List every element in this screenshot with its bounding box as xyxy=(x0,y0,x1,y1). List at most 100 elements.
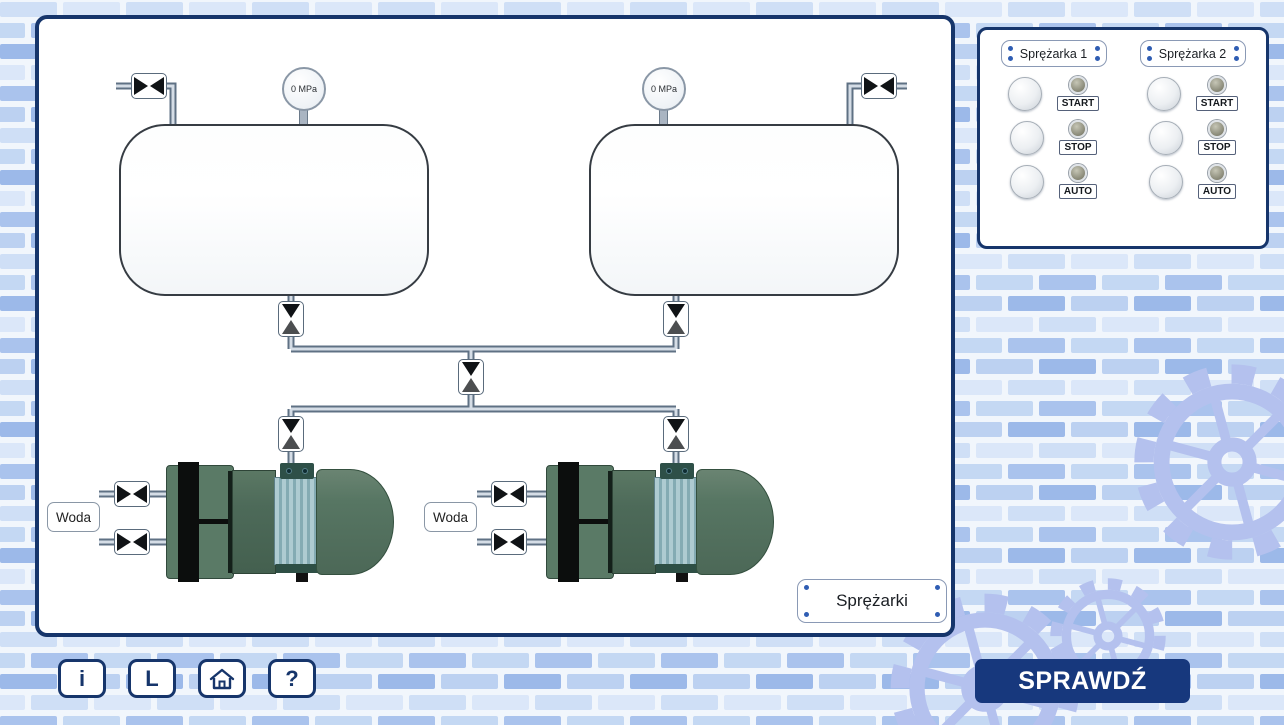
gauge-dial: 0 MPa xyxy=(642,67,686,111)
compressor-cylinder xyxy=(232,470,276,574)
sprezarka2-title: Sprężarka 2 xyxy=(1158,46,1227,61)
led-sprezarka1-start xyxy=(1069,76,1087,94)
compressor-foot xyxy=(276,564,318,573)
row-stop-2: STOP xyxy=(1149,120,1236,155)
compressor-drain xyxy=(296,573,308,582)
valve-tank2-outlet[interactable] xyxy=(663,301,689,337)
valve-icon xyxy=(864,77,894,95)
led-sprezarka2-auto xyxy=(1208,164,1226,182)
valve-compressor1-inlet[interactable] xyxy=(278,416,304,452)
valve-compressor2-inlet[interactable] xyxy=(663,416,689,452)
led-stack: START xyxy=(1056,76,1100,111)
home-button[interactable] xyxy=(198,659,246,698)
valve-tank1-outlet[interactable] xyxy=(278,301,304,337)
panel-column-sprezarka2: Sprężarka 2 START STOP xyxy=(1127,40,1259,236)
plate-dot xyxy=(1007,46,1013,51)
valve-water1-upper[interactable] xyxy=(114,481,150,507)
valve-supply-right[interactable] xyxy=(861,73,897,99)
label-stop: STOP xyxy=(1198,140,1236,155)
plate-dot xyxy=(1007,56,1013,61)
panel-column-sprezarka1: Sprężarka 1 START STOP xyxy=(988,40,1120,236)
compressor-2 xyxy=(544,462,774,582)
diagram-board: 0 MPa 0 MPa xyxy=(35,15,955,637)
btn-sprezarka2-auto[interactable] xyxy=(1148,164,1183,199)
valve-icon xyxy=(134,77,164,95)
btn-sprezarka1-auto[interactable] xyxy=(1009,164,1044,199)
led-stack: START xyxy=(1195,76,1239,111)
compressor-motor xyxy=(316,469,394,575)
led-sprezarka2-stop xyxy=(1207,120,1226,138)
sprezarka1-plate: Sprężarka 1 xyxy=(1000,40,1107,67)
legend-button[interactable]: L xyxy=(128,659,176,698)
compressor-drain xyxy=(676,573,688,582)
led-stack: AUTO xyxy=(1197,164,1237,199)
valve-icon xyxy=(282,419,300,449)
label-start: START xyxy=(1195,96,1239,111)
plate-dot xyxy=(1233,46,1239,51)
led-stack: STOP xyxy=(1059,120,1097,155)
home-icon xyxy=(209,668,235,689)
valve-icon xyxy=(117,533,147,551)
info-button[interactable]: i xyxy=(58,659,106,698)
compressor-motor xyxy=(696,469,774,575)
sprezarka2-plate: Sprężarka 2 xyxy=(1139,40,1246,67)
compressor-foot xyxy=(656,564,698,573)
btn-sprezarka1-start[interactable] xyxy=(1007,76,1042,111)
check-button[interactable]: SPRAWDŹ xyxy=(975,659,1190,703)
valve-supply-left[interactable] xyxy=(131,73,167,99)
compressor-seam xyxy=(608,471,612,573)
led-sprezarka2-start xyxy=(1208,76,1226,94)
valve-manifold-center[interactable] xyxy=(458,359,484,395)
label-stop: STOP xyxy=(1059,140,1097,155)
compressor-black-band xyxy=(178,462,199,582)
compressor-seam xyxy=(579,519,614,524)
sprezarka1-title: Sprężarka 1 xyxy=(1019,46,1088,61)
toolbar: i L ? xyxy=(58,659,316,698)
compressor-terminal-box xyxy=(280,463,314,479)
air-tank-1 xyxy=(119,124,429,296)
plate-dot xyxy=(935,612,940,617)
btn-sprezarka2-start[interactable] xyxy=(1146,76,1181,111)
led-stack: STOP xyxy=(1198,120,1236,155)
row-start-1: START xyxy=(1007,76,1100,111)
plate-dot xyxy=(1094,56,1100,61)
compressor-cooling-ribs xyxy=(274,477,318,565)
valve-icon xyxy=(667,304,685,334)
compressor-cylinder xyxy=(612,470,656,574)
plate-dot xyxy=(935,585,940,590)
compressor-black-band xyxy=(558,462,579,582)
compressors-plate-label: Sprężarki xyxy=(836,591,908,610)
row-start-2: START xyxy=(1146,76,1239,111)
plate-dot xyxy=(804,612,809,617)
led-sprezarka1-stop xyxy=(1068,120,1087,138)
valve-icon xyxy=(494,533,524,551)
gauge-dial: 0 MPa xyxy=(282,67,326,111)
led-sprezarka1-auto xyxy=(1069,164,1087,182)
plate-dot xyxy=(1146,56,1152,61)
control-panel: Sprężarka 1 START STOP xyxy=(977,27,1269,249)
pressure-gauge-2: 0 MPa xyxy=(642,67,686,129)
valve-icon xyxy=(282,304,300,334)
valve-icon xyxy=(117,485,147,503)
valve-water1-lower[interactable] xyxy=(114,529,150,555)
valve-water2-lower[interactable] xyxy=(491,529,527,555)
compressor-seam xyxy=(199,519,234,524)
compressor-seam xyxy=(228,471,232,573)
compressors-plate: Sprężarki xyxy=(797,579,947,623)
plate-dot xyxy=(1146,46,1152,51)
btn-sprezarka1-stop[interactable] xyxy=(1010,120,1045,155)
compressor-1 xyxy=(164,462,394,582)
pressure-gauge-1: 0 MPa xyxy=(282,67,326,129)
valve-water2-upper[interactable] xyxy=(491,481,527,507)
terminal-dot xyxy=(302,468,308,474)
label-start: START xyxy=(1056,96,1100,111)
valve-icon xyxy=(462,362,480,392)
btn-sprezarka2-stop[interactable] xyxy=(1149,120,1184,155)
air-tank-2 xyxy=(589,124,899,296)
row-stop-1: STOP xyxy=(1010,120,1097,155)
led-stack: AUTO xyxy=(1058,164,1098,199)
help-button[interactable]: ? xyxy=(268,659,316,698)
label-auto: AUTO xyxy=(1058,184,1098,199)
terminal-dot xyxy=(666,468,672,474)
